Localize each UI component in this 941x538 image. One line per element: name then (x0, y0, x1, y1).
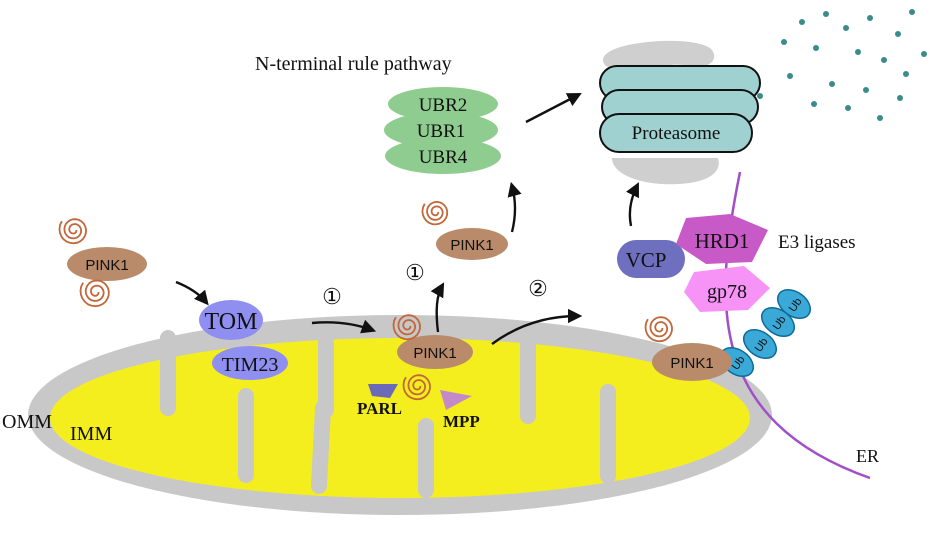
tom-complex (199, 300, 263, 340)
hrd1-label: HRD1 (695, 229, 750, 253)
gp78-shape (684, 266, 770, 312)
peptide-fragment-18 (811, 101, 817, 107)
peptide-fragment-11 (903, 71, 909, 77)
peptide-fragment-8 (813, 45, 819, 51)
step-1-label-left: ① (322, 284, 342, 309)
tim23-label: TIM23 (222, 354, 279, 376)
peptide-fragment-20 (757, 93, 763, 99)
ubr4-label: UBR4 (419, 147, 468, 168)
ubr-stack: UBR2 UBR1 UBR4 (384, 87, 501, 174)
omm-label: OMM (2, 411, 52, 433)
protein-coils (58, 200, 673, 401)
peptide-fragment-4 (867, 15, 873, 21)
ubiquitin-2 (742, 328, 778, 360)
pink1-cytosolic: PINK1 (67, 247, 147, 281)
proteasome-bottom-cap (612, 158, 719, 185)
parl-protease (368, 384, 398, 398)
protein-coil-2 (79, 279, 110, 308)
peptide-fragment-1 (799, 19, 805, 25)
protein-coil-1 (58, 218, 87, 245)
protein-coil-5 (421, 200, 449, 226)
peptide-fragment-2 (823, 11, 829, 17)
pathway-title: N-terminal rule pathway (255, 53, 452, 75)
vcp-shape (617, 240, 685, 278)
peptide-fragment-10 (881, 57, 887, 63)
peptide-fragment-7 (781, 39, 787, 45)
pink1-label: PINK1 (670, 355, 713, 372)
step-1-label-upper: ① (405, 260, 425, 285)
pink1-shape (397, 335, 473, 369)
step-2-label: ② (528, 276, 548, 301)
protein-coil-6 (644, 316, 673, 343)
pink1-label: PINK1 (85, 257, 128, 274)
ubr1-shape (384, 112, 498, 148)
pink1-shape (436, 228, 508, 260)
peptide-fragment-14 (863, 87, 869, 93)
tom-label: TOM (205, 309, 258, 335)
ubr4-shape (385, 138, 501, 174)
pink1-er: PINK1 (652, 343, 732, 381)
proteasome-top-cap (603, 40, 715, 71)
vcp-label: VCP (626, 248, 667, 272)
peptide-fragment-19 (921, 51, 927, 57)
ubr2-label: UBR2 (419, 95, 468, 116)
proteasome-label: Proteasome (632, 123, 721, 144)
pink1-label: PINK1 (413, 345, 456, 362)
protein-coil-4 (402, 374, 431, 401)
cristae (160, 330, 616, 498)
peptide-fragment-12 (787, 73, 793, 79)
hrd1-shape (676, 214, 768, 264)
peptide-fragment-9 (855, 49, 861, 55)
mpp-protease (440, 390, 472, 410)
peptide-fragment-13 (829, 81, 835, 87)
proteasome: Proteasome (599, 40, 761, 185)
peptide-fragment-15 (897, 95, 903, 101)
peptide-fragment-17 (877, 115, 883, 121)
proteasome-ring-3 (599, 113, 753, 153)
mpp-label: MPP (443, 412, 480, 431)
peptide-fragment-6 (909, 9, 915, 15)
gp78-label: gp78 (707, 281, 747, 303)
parl-label: PARL (357, 399, 402, 418)
pink1-label: PINK1 (450, 237, 493, 254)
peptide-fragments (757, 9, 927, 121)
pathway-arrows (175, 93, 639, 345)
pink1-released: PINK1 (436, 228, 508, 260)
peptide-fragment-3 (843, 25, 849, 31)
imm-label: IMM (70, 423, 112, 445)
pink1-shape (652, 343, 732, 381)
protein-coil-3 (392, 314, 421, 341)
er-label: ER (856, 446, 879, 466)
mitochondrion: TOM TIM23 PARL MPP OMM IMM (2, 300, 772, 515)
peptide-fragment-16 (845, 105, 851, 111)
ubiquitin-4 (776, 288, 812, 320)
tim23-complex (212, 346, 288, 380)
pink1-shape (67, 247, 147, 281)
peptide-fragment-5 (895, 31, 901, 37)
ubr2-shape (388, 87, 498, 121)
mitochondrial-matrix (50, 338, 750, 498)
pink1-imported: PINK1 (397, 335, 473, 369)
ubr1-label: UBR1 (417, 121, 466, 142)
e3-ligases-label: E3 ligases (778, 232, 856, 253)
